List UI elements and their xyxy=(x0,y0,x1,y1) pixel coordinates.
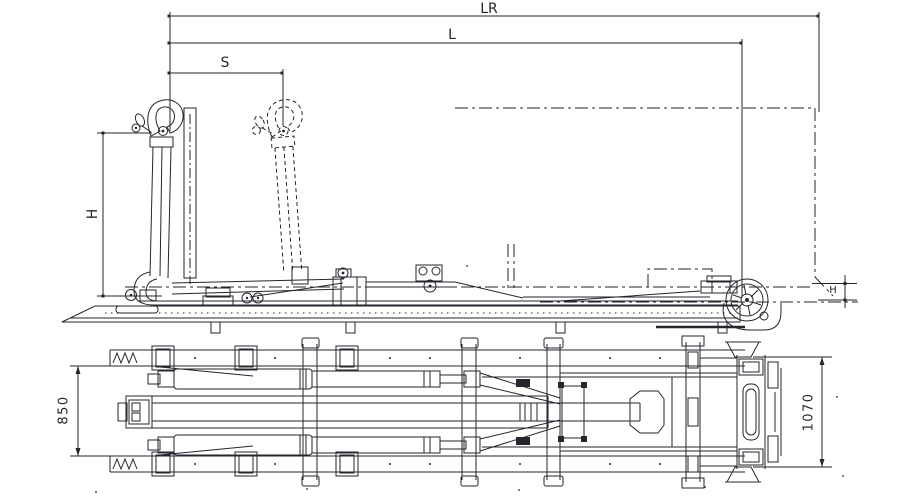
dim-label-l: L xyxy=(448,27,456,43)
lift-cylinder-bottom xyxy=(147,419,561,456)
side-elevation-view xyxy=(61,99,858,334)
plan-rails xyxy=(109,349,745,473)
lift-cylinder-top xyxy=(147,368,561,405)
dim-1070 xyxy=(753,356,832,468)
mid-roller-bracket xyxy=(415,264,443,293)
dim-h-rear xyxy=(812,275,857,308)
cross-tubes xyxy=(301,337,564,487)
hook-latch xyxy=(134,113,146,127)
rear-frame xyxy=(482,335,737,489)
hook-arm-solid xyxy=(131,99,184,306)
plan-view xyxy=(95,335,844,493)
chassis-plate xyxy=(61,305,741,334)
dim-label-850: 850 xyxy=(56,395,72,425)
guide-pulleys xyxy=(241,292,264,304)
rail-clamp-blocks xyxy=(151,345,359,477)
dim-h xyxy=(97,131,162,298)
tiedown-clamp-front xyxy=(202,287,234,307)
dimension-annotations xyxy=(70,12,857,468)
roller-bracket xyxy=(722,302,782,331)
dim-lr xyxy=(167,12,820,131)
rivet-dots xyxy=(95,357,844,493)
container-front-wall xyxy=(183,107,197,284)
subframe-rails xyxy=(165,281,738,306)
hook-dashed xyxy=(266,99,303,138)
dim-label-s: S xyxy=(220,55,230,71)
container-phantom-outline xyxy=(125,107,858,303)
dim-label-h: H xyxy=(85,208,101,220)
tiedown-clamp-rear xyxy=(700,275,738,294)
deck-cutout xyxy=(629,390,665,434)
dim-label-lr: LR xyxy=(480,1,498,17)
dim-label-1070: 1070 xyxy=(801,392,817,432)
central-boom xyxy=(117,379,641,445)
dim-s xyxy=(167,69,284,126)
front-sheave xyxy=(125,289,157,302)
dim-label-h-rear: H xyxy=(829,285,837,296)
dim-l xyxy=(167,39,743,297)
jib-arm xyxy=(171,278,345,298)
hook-pivot xyxy=(158,126,168,136)
rear-roller-beam xyxy=(725,341,782,483)
dashed-arm-foot-bracket xyxy=(291,266,309,285)
hook-solid xyxy=(147,99,184,137)
arm-elbow xyxy=(133,271,172,306)
rear-roller-bottom xyxy=(726,466,760,483)
